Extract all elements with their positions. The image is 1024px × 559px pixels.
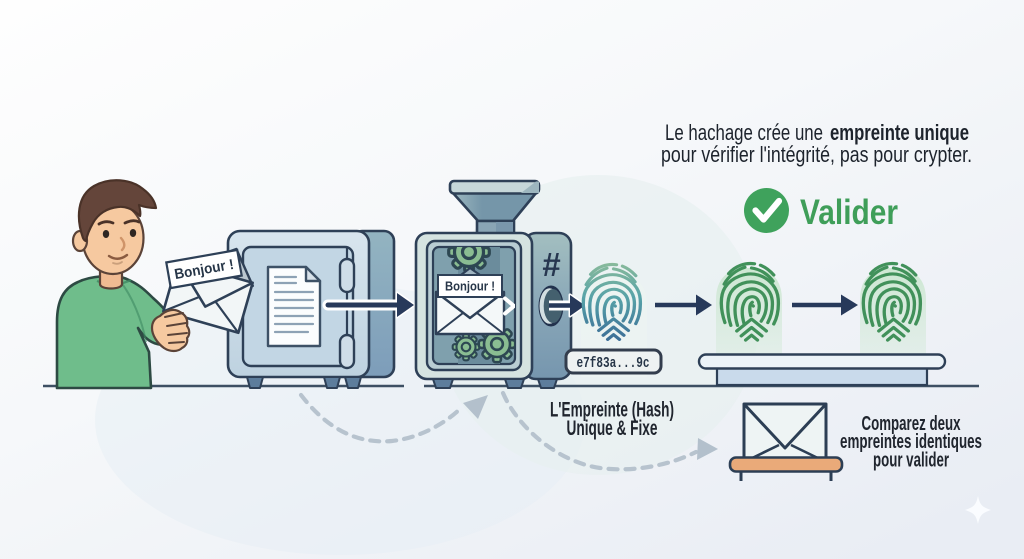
svg-text:#: # [542,246,561,283]
svg-text:e7f83a...9c: e7f83a...9c [577,355,650,372]
svg-text:Bonjour !: Bonjour ! [445,280,495,294]
svg-text:pour valider: pour valider [873,450,949,472]
svg-text:pour vérifier l'intégrité, pas: pour vérifier l'intégrité, pas pour cryp… [661,142,972,167]
svg-text:empreinte unique: empreinte unique [830,120,969,145]
svg-text:Valider: Valider [800,193,898,232]
svg-text:L'Empreinte (Hash): L'Empreinte (Hash) [550,399,674,422]
svg-text:empreintes identiques: empreintes identiques [840,431,982,453]
svg-text:Unique & Fixe: Unique & Fixe [567,417,658,440]
svg-text:Comparez deux: Comparez deux [862,413,961,435]
svg-text:Le hachage crée une: Le hachage crée une [665,120,823,145]
